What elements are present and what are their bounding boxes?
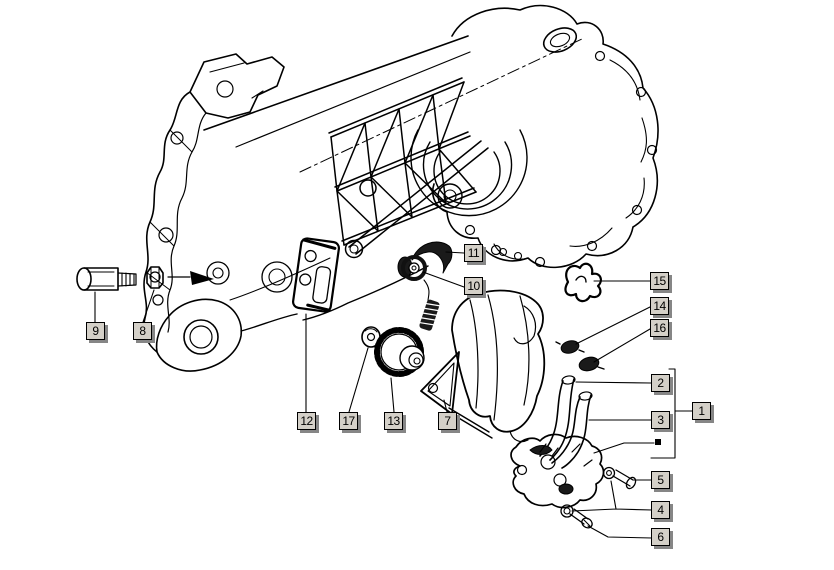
leader-pump [593, 442, 655, 454]
callout-13[interactable]: 13 [384, 412, 403, 430]
part-oil-pump [510, 433, 605, 509]
part-hose-clamp-lower [578, 356, 605, 372]
callout-14[interactable]: 14 [650, 297, 669, 315]
leader-4 [571, 480, 653, 512]
part-driven-gear [374, 327, 425, 377]
leader-10 [422, 271, 465, 288]
leader-16 [593, 328, 651, 363]
callout-11[interactable]: 11 [464, 244, 483, 262]
callout-1[interactable]: 1 [692, 402, 711, 420]
leader-8 [142, 289, 155, 323]
part-spring [419, 299, 440, 331]
callout-12[interactable]: 12 [297, 412, 316, 430]
part-wire-clip [564, 262, 602, 303]
leader-group-1 [650, 368, 693, 459]
assembly-arrow [167, 271, 214, 285]
part-bolt-with-washer [602, 466, 637, 490]
part-plug-screw [76, 267, 137, 291]
part-roller-pinion [397, 255, 430, 302]
callout-16[interactable]: 16 [650, 319, 669, 337]
leader-pump-terminator [655, 439, 661, 445]
part-bracket-plate [291, 237, 341, 313]
callout-9[interactable]: 9 [86, 322, 105, 340]
part-hex-nut [146, 266, 164, 289]
leader-7 [443, 399, 448, 413]
leader-6 [587, 525, 653, 539]
crankcase-cover [299, 4, 659, 269]
leader-lines [94, 251, 693, 539]
part-oil-tube-b [551, 391, 593, 469]
part-curved-key [411, 241, 453, 274]
clutch-drum-arcs [410, 129, 528, 217]
callout-10[interactable]: 10 [464, 277, 483, 295]
callout-5[interactable]: 5 [651, 471, 670, 489]
callout-4[interactable]: 4 [651, 501, 670, 519]
leader-14 [575, 306, 651, 345]
part-pump-shield [420, 289, 546, 443]
part-hose-clamp-upper [555, 340, 585, 354]
leader-13 [390, 377, 395, 413]
callout-3[interactable]: 3 [651, 411, 670, 429]
callout-15[interactable]: 15 [650, 272, 669, 290]
callout-8[interactable]: 8 [133, 322, 152, 340]
callout-17[interactable]: 17 [339, 412, 358, 430]
crankcase-lattice-web [328, 77, 489, 259]
leader-11 [445, 251, 465, 254]
callout-2[interactable]: 2 [651, 374, 670, 392]
callout-7[interactable]: 7 [438, 412, 457, 430]
crankcase-left-half [143, 35, 471, 372]
callout-6[interactable]: 6 [651, 528, 670, 546]
leader-17 [348, 347, 369, 413]
leader-2 [575, 381, 652, 384]
